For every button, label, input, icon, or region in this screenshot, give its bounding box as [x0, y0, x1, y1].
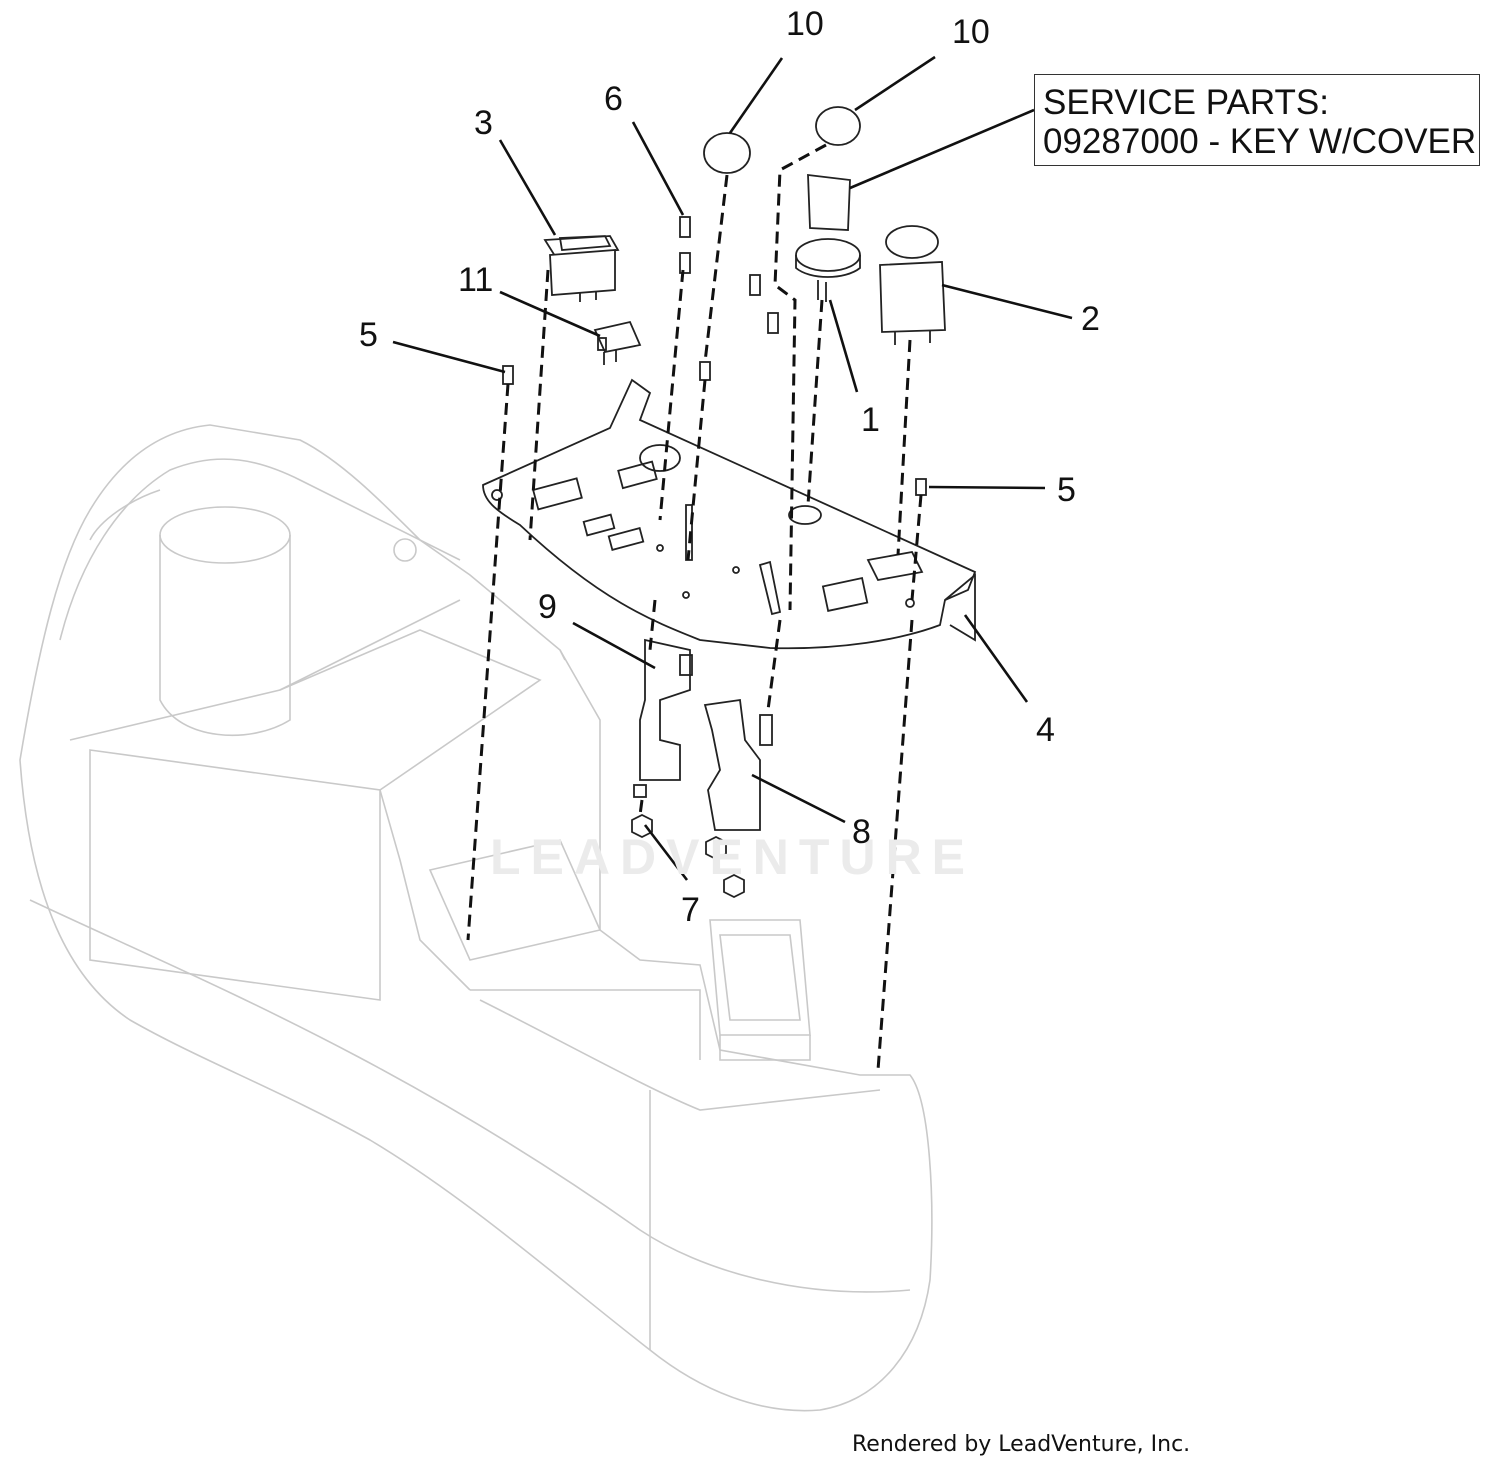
- callout-2: 2: [1081, 300, 1100, 338]
- service-parts-item: 09287000 - KEY W/COVER: [1043, 122, 1477, 161]
- screws: [502, 216, 927, 496]
- callout-7: 7: [681, 891, 700, 929]
- callout-3: 3: [474, 104, 493, 142]
- pto-switch-2: [879, 225, 946, 345]
- service-parts-heading: SERVICE PARTS:: [1043, 83, 1329, 122]
- callout-8: 8: [852, 813, 871, 851]
- bracket-8: [703, 698, 773, 831]
- key-switch-1: [795, 173, 861, 302]
- nuts: [631, 813, 745, 899]
- mounting-plate: [482, 378, 977, 650]
- callout-5-left: 5: [359, 316, 378, 354]
- micro-switch-11: [593, 320, 642, 365]
- rocker-switch-3: [543, 235, 620, 302]
- render-credit: Rendered by LeadVenture, Inc.: [852, 1432, 1191, 1457]
- callout-10-right: 10: [952, 13, 990, 51]
- callout-9: 9: [538, 588, 557, 626]
- callout-10-left: 10: [786, 5, 824, 43]
- watermark: LEADVENTURE: [490, 829, 976, 885]
- callout-6: 6: [604, 80, 623, 118]
- callout-11: 11: [458, 261, 494, 299]
- knob-10-left: [703, 132, 751, 174]
- callout-1: 1: [861, 401, 880, 439]
- knob-10-right: [815, 106, 861, 146]
- leader-lines: [392, 55, 1073, 881]
- service-parts-box: SERVICE PARTS: 09287000 - KEY W/COVER: [1034, 74, 1480, 166]
- callout-5-right: 5: [1057, 471, 1076, 509]
- callout-4: 4: [1036, 711, 1055, 749]
- assembly-lines: [466, 143, 923, 1071]
- bracket-9: [633, 638, 693, 798]
- console-housing: [19, 424, 933, 1412]
